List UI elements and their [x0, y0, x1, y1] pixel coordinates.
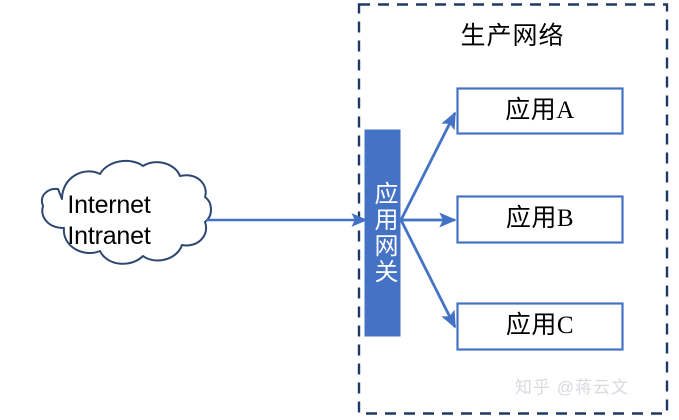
arrow-gateway-to-app-c	[399, 219, 457, 329]
internet-intranet-cloud	[41, 159, 212, 265]
arrow-gateway-to-app-a	[399, 111, 457, 221]
app-box-b	[456, 195, 624, 244]
app-box-c	[456, 302, 624, 351]
app-box-a	[456, 87, 624, 135]
production-network-zone	[357, 3, 669, 415]
application-gateway-box	[364, 129, 401, 337]
